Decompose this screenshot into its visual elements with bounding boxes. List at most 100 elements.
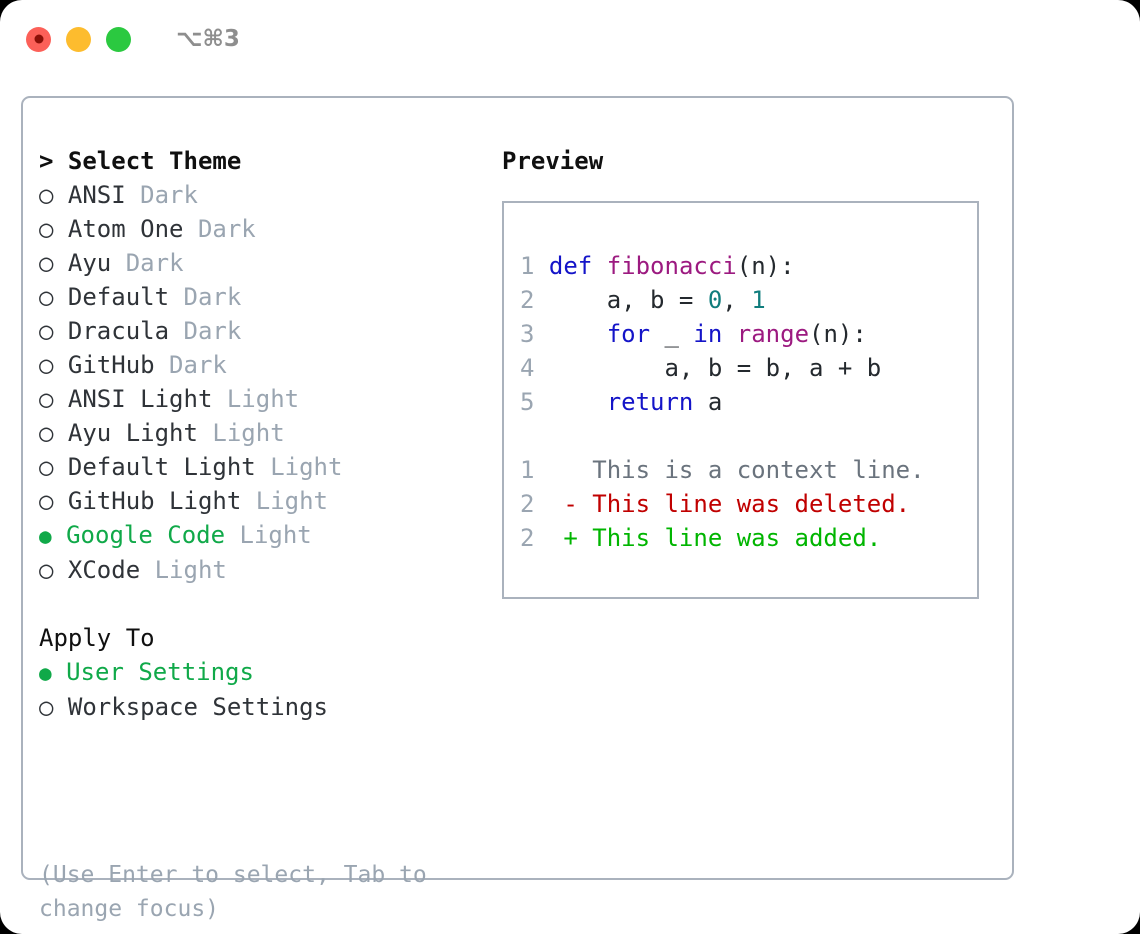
spacer bbox=[53, 453, 67, 481]
code-token-kw: in bbox=[693, 320, 723, 348]
keyboard-shortcut-label: ⌥⌘3 bbox=[176, 26, 240, 52]
theme-option-10[interactable]: ● Google Code Light bbox=[39, 518, 479, 553]
code-token-txt: _ bbox=[650, 320, 694, 348]
code-diff-separator bbox=[520, 419, 973, 453]
radio-unselected-icon: ○ bbox=[39, 215, 54, 243]
theme-category-label: Dark bbox=[154, 351, 227, 379]
theme-category-label: Light bbox=[197, 419, 285, 447]
theme-list: ○ ANSI Dark○ Atom One Dark○ Ayu Dark○ De… bbox=[39, 178, 479, 587]
theme-option-label: Default Light bbox=[67, 453, 256, 481]
close-button-icon[interactable] bbox=[26, 26, 51, 52]
theme-option-label: XCode bbox=[67, 556, 141, 584]
theme-option-9[interactable]: ○ GitHub Light Light bbox=[39, 484, 479, 518]
radio-unselected-icon: ○ bbox=[39, 385, 54, 413]
code-token-txt: (n): bbox=[736, 252, 795, 280]
gutter-gap bbox=[534, 524, 548, 552]
keyboard-hint-text: (Use Enter to select, Tab to change focu… bbox=[39, 862, 427, 922]
theme-option-2[interactable]: ○ Ayu Dark bbox=[39, 246, 479, 280]
theme-option-label: GitHub bbox=[67, 351, 155, 379]
theme-selector-dialog: > Select Theme ○ ANSI Dark○ Atom One Dar… bbox=[21, 96, 1014, 922]
radio-unselected-icon: ○ bbox=[39, 487, 54, 515]
line-number: 4 bbox=[520, 354, 535, 382]
code-token-kw: return bbox=[606, 388, 694, 416]
theme-option-label: Dracula bbox=[67, 317, 170, 345]
theme-option-5[interactable]: ○ GitHub Dark bbox=[39, 348, 479, 382]
gutter-gap bbox=[534, 388, 548, 416]
minimize-button-icon[interactable] bbox=[66, 26, 91, 52]
code-token-txt: a bbox=[693, 388, 723, 416]
title-bar: ⌥⌘3 bbox=[0, 0, 1140, 78]
window-controls bbox=[26, 26, 131, 52]
theme-option-4[interactable]: ○ Dracula Dark bbox=[39, 314, 479, 348]
theme-option-1[interactable]: ○ Atom One Dark bbox=[39, 212, 479, 246]
spacer bbox=[53, 487, 67, 515]
theme-option-11[interactable]: ○ XCode Light bbox=[39, 553, 479, 587]
apply-to-option-label: User Settings bbox=[66, 658, 254, 686]
line-number: 5 bbox=[520, 388, 535, 416]
code-token-num: 1 bbox=[751, 286, 766, 314]
theme-option-label: Atom One bbox=[67, 215, 184, 243]
theme-category-label: Light bbox=[241, 487, 328, 515]
theme-category-label: Light bbox=[225, 521, 312, 549]
line-number: 2 bbox=[520, 524, 535, 552]
spacer bbox=[53, 249, 67, 277]
gutter-gap bbox=[534, 252, 548, 280]
theme-option-label: ANSI bbox=[67, 181, 126, 209]
code-token-kw: def bbox=[548, 252, 593, 280]
radio-unselected-icon: ○ bbox=[39, 283, 54, 311]
spacer bbox=[53, 419, 67, 447]
theme-list-pane: > Select Theme ○ ANSI Dark○ Atom One Dar… bbox=[39, 144, 479, 724]
radio-unselected-icon: ○ bbox=[39, 693, 54, 721]
theme-option-label: Ayu Light bbox=[67, 419, 198, 447]
zoom-button-icon[interactable] bbox=[106, 26, 131, 52]
line-number: 1 bbox=[520, 456, 535, 484]
theme-category-label: Dark bbox=[183, 215, 256, 243]
apply-to-option-0[interactable]: ● User Settings bbox=[39, 655, 479, 690]
radio-unselected-icon: ○ bbox=[39, 419, 54, 447]
code-line: 1 def fibonacci(n): bbox=[520, 249, 973, 283]
theme-category-label: Light bbox=[212, 385, 300, 413]
radio-unselected-icon: ○ bbox=[39, 351, 54, 379]
radio-unselected-icon: ○ bbox=[39, 249, 54, 277]
code-token-fn: range bbox=[736, 320, 810, 348]
line-number: 2 bbox=[520, 490, 535, 518]
theme-option-label: Default bbox=[67, 283, 170, 311]
diff-line: 1 This is a context line. bbox=[520, 453, 973, 487]
radio-unselected-icon: ○ bbox=[39, 181, 54, 209]
diff-line: 2 - This line was deleted. bbox=[520, 487, 973, 521]
theme-option-6[interactable]: ○ ANSI Light Light bbox=[39, 382, 479, 416]
spacer bbox=[53, 283, 67, 311]
code-token-txt bbox=[549, 320, 607, 348]
theme-option-8[interactable]: ○ Default Light Light bbox=[39, 450, 479, 484]
theme-category-label: Dark bbox=[169, 283, 242, 311]
theme-option-7[interactable]: ○ Ayu Light Light bbox=[39, 416, 479, 450]
theme-category-label: Dark bbox=[111, 249, 184, 277]
select-theme-heading: > Select Theme bbox=[39, 147, 242, 175]
code-line: 5 return a bbox=[520, 385, 973, 419]
line-number: 1 bbox=[520, 252, 535, 280]
preview-pane: Preview 1 def fibonacci(n):2 a, b = 0, 1… bbox=[502, 144, 992, 599]
theme-option-label: Ayu bbox=[67, 249, 112, 277]
spacer bbox=[53, 693, 67, 721]
apply-to-option-1[interactable]: ○ Workspace Settings bbox=[39, 690, 479, 724]
code-token-txt bbox=[592, 252, 606, 280]
spacer bbox=[53, 181, 67, 209]
code-token-txt: a, b = b, a + b bbox=[548, 354, 882, 382]
radio-unselected-icon: ○ bbox=[39, 556, 54, 584]
code-token-add: + This line was added. bbox=[548, 524, 882, 552]
spacer bbox=[53, 215, 67, 243]
code-line: 2 a, b = 0, 1 bbox=[520, 283, 973, 317]
code-token-txt: , bbox=[722, 286, 752, 314]
theme-option-3[interactable]: ○ Default Dark bbox=[39, 280, 479, 314]
theme-option-0[interactable]: ○ ANSI Dark bbox=[39, 178, 479, 212]
radio-unselected-icon: ○ bbox=[39, 317, 54, 345]
theme-category-label: Light bbox=[255, 453, 343, 481]
code-line: 3 for _ in range(n): bbox=[520, 317, 973, 351]
spacer bbox=[52, 658, 66, 686]
code-token-txt bbox=[549, 388, 607, 416]
code-token-txt bbox=[722, 320, 736, 348]
code-token-del: - This line was deleted. bbox=[548, 490, 911, 518]
gutter-gap bbox=[534, 456, 548, 484]
